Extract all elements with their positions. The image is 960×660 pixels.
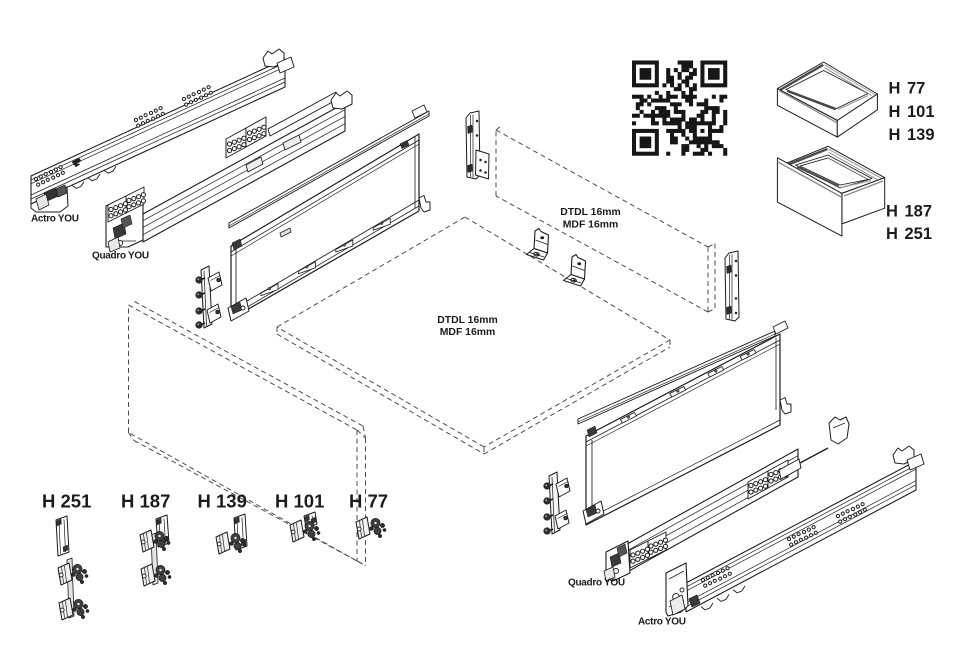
svg-text:H 101: H 101 bbox=[275, 491, 324, 512]
svg-text:Actro YOU: Actro YOU bbox=[31, 214, 79, 225]
svg-text:H 101: H 101 bbox=[889, 103, 935, 121]
svg-text:H 251: H 251 bbox=[886, 225, 932, 243]
svg-text:H 187: H 187 bbox=[121, 491, 170, 512]
svg-text:H 77: H 77 bbox=[349, 491, 388, 512]
svg-text:H 77: H 77 bbox=[889, 80, 926, 98]
svg-text:MDF 16mm: MDF 16mm bbox=[563, 220, 618, 231]
svg-text:MDF 16mm: MDF 16mm bbox=[440, 327, 495, 338]
svg-text:DTDL 16mm: DTDL 16mm bbox=[560, 207, 620, 218]
svg-text:H 139: H 139 bbox=[198, 491, 247, 512]
svg-text:H 187: H 187 bbox=[886, 203, 932, 221]
svg-text:Quadro YOU: Quadro YOU bbox=[568, 578, 625, 589]
svg-text:H 139: H 139 bbox=[889, 126, 935, 144]
svg-text:Quadro YOU: Quadro YOU bbox=[92, 251, 149, 262]
svg-text:DTDL 16mm: DTDL 16mm bbox=[437, 315, 497, 326]
svg-text:Actro YOU: Actro YOU bbox=[638, 617, 686, 628]
svg-text:H 251: H 251 bbox=[42, 491, 91, 512]
